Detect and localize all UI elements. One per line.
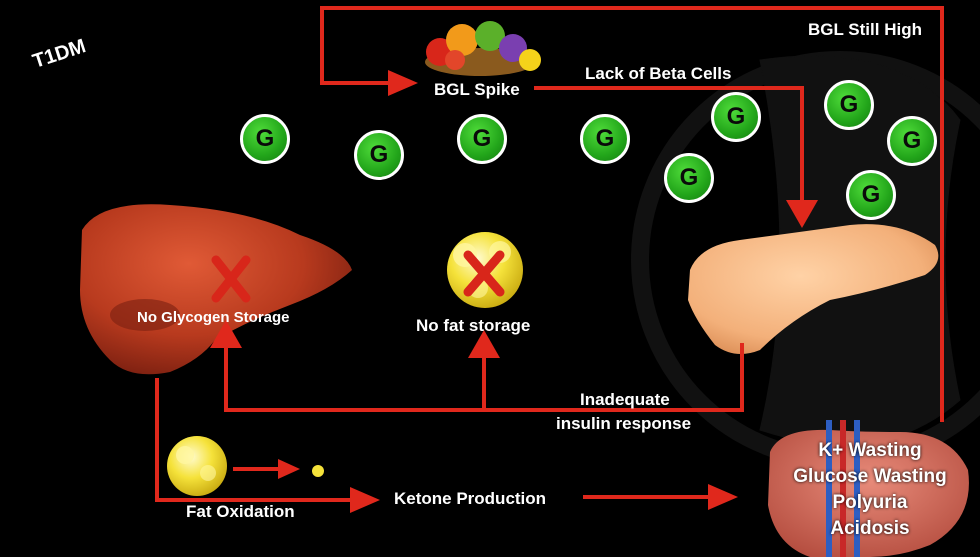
- kidney-effect-item: K+ Wasting: [818, 440, 922, 461]
- glucose-molecule: G: [824, 80, 874, 130]
- kidney-effect-item: Acidosis: [830, 518, 910, 539]
- inadequate-label-line1: Inadequate: [580, 390, 670, 409]
- glucose-molecule: G: [711, 92, 761, 142]
- cross-no-glycogen: [211, 255, 251, 303]
- fat-droplet-small: [312, 465, 324, 477]
- liver-lobe-shadow: [110, 299, 180, 331]
- cross-no-fat: [463, 250, 505, 297]
- kidney-effects-list: K+ Wasting Glucose Wasting Polyuria Acid…: [770, 438, 970, 542]
- glucose-molecule: G: [846, 170, 896, 220]
- kidney-effect-item: Glucose Wasting: [793, 466, 947, 487]
- lack-beta-cells-label: Lack of Beta Cells: [585, 64, 732, 83]
- liver-shape: [80, 204, 352, 375]
- glucose-molecule: G: [887, 116, 937, 166]
- fruit-basket: [425, 21, 541, 76]
- bgl-spike-label: BGL Spike: [434, 80, 520, 99]
- kidney-shape: [768, 420, 969, 557]
- glucose-molecule: G: [580, 114, 630, 164]
- fat-globule-oxidation: [167, 436, 227, 496]
- ketone-production-label: Ketone Production: [394, 489, 547, 508]
- glucose-molecule: G: [457, 114, 507, 164]
- glucose-molecule: G: [664, 153, 714, 203]
- no-fat-label: No fat storage: [416, 316, 531, 335]
- fat-oxidation-label: Fat Oxidation: [186, 502, 295, 521]
- no-glycogen-label: No Glycogen Storage: [137, 309, 290, 326]
- pancreas-shape: [688, 224, 939, 354]
- glucose-molecule: G: [354, 130, 404, 180]
- inadequate-label-line2: insulin response: [556, 414, 692, 433]
- bgl-still-high-label: BGL Still High: [808, 20, 922, 39]
- kidney-effect-item: Polyuria: [832, 492, 908, 513]
- glucose-molecule: G: [240, 114, 290, 164]
